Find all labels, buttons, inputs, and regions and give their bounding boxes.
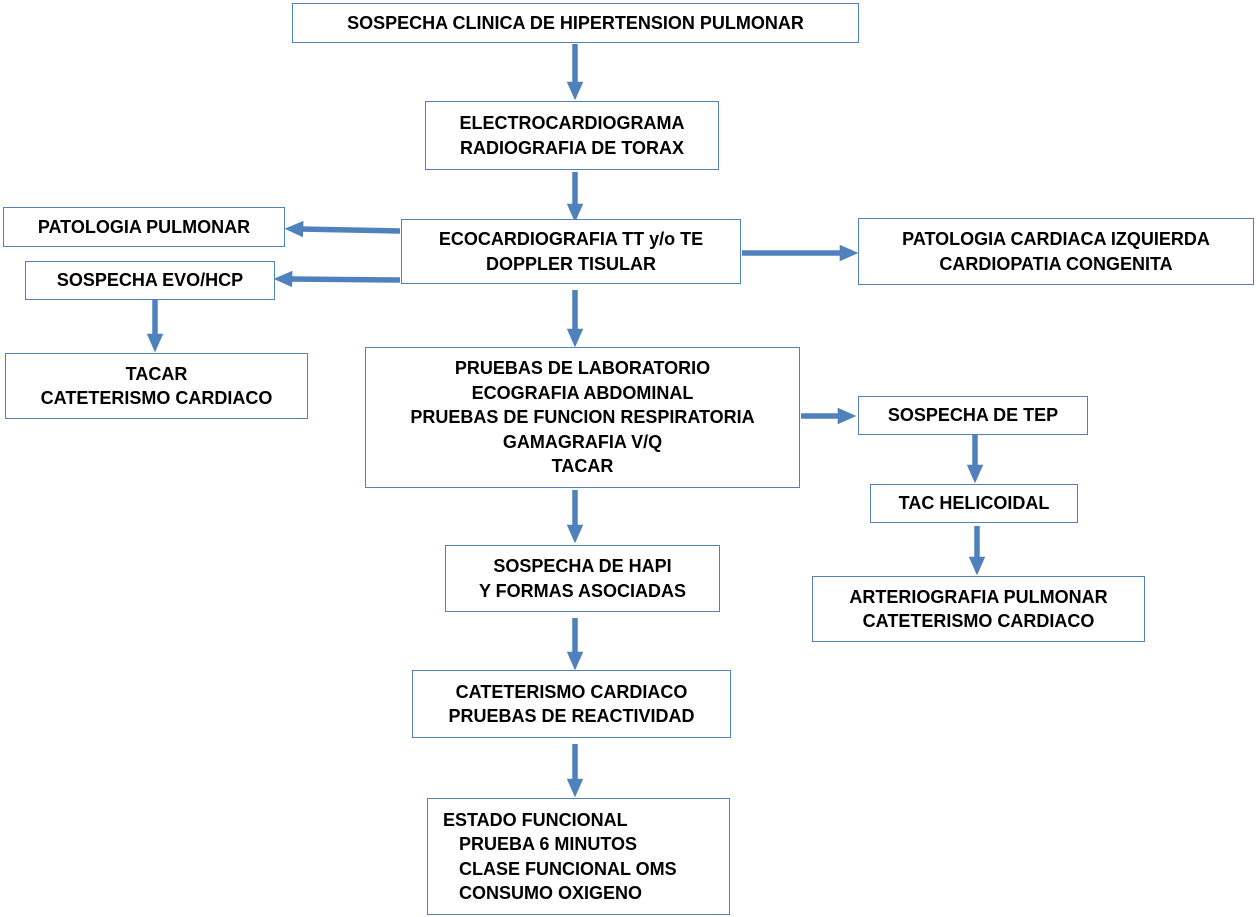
- node-text-line: RADIOGRAFIA DE TORAX: [459, 137, 684, 158]
- node-text-line: CARDIOPATIA CONGENITA: [939, 253, 1173, 274]
- node-sospecha-evo-hcp: SOSPECHA EVO/HCP: [25, 261, 275, 300]
- node-text-line: ESTADO FUNCIONAL: [443, 809, 628, 830]
- arrow-eco-to-evo-hcp: [273, 270, 401, 288]
- arrow-eco-to-patologia-pulmonar: [284, 220, 401, 238]
- node-text-line: TACAR: [125, 363, 188, 384]
- node-sospecha-clinica: SOSPECHA CLINICA DE HIPERTENSION PULMONA…: [292, 3, 859, 43]
- node-text-line: CATETERISMO CARDIACO: [40, 388, 273, 408]
- node-tacar-cateterismo: TACAR CATETERISMO CARDIACO: [5, 353, 308, 419]
- node-patologia-pulmonar: PATOLOGIA PULMONAR: [3, 207, 285, 247]
- node-text-line: SOSPECHA DE HAPI: [493, 556, 672, 576]
- node-text-line: PRUEBAS DE REACTIVIDAD: [448, 706, 695, 726]
- node-sospecha-hapi: SOSPECHA DE HAPI Y FORMAS ASOCIADAS: [445, 545, 720, 612]
- node-text-line: PATOLOGIA PULMONAR: [37, 216, 251, 237]
- node-text-line: CLASE FUNCIONAL OMS: [459, 858, 677, 879]
- node-text-line: GAMAGRAFIA V/Q: [502, 431, 663, 452]
- node-text-line: PATOLOGIA CARDIACA IZQUIERDA: [902, 229, 1210, 249]
- node-arteriografia: ARTERIOGRAFIA PULMONAR CATETERISMO CARDI…: [812, 576, 1145, 642]
- node-tac-helicoidal: TAC HELICOIDAL: [870, 484, 1078, 523]
- node-text-line: PRUEBAS DE LABORATORIO: [454, 358, 711, 379]
- node-text-line: CATETERISMO CARDIACO: [862, 611, 1095, 631]
- node-estado-funcional: ESTADO FUNCIONAL PRUEBA 6 MINUTOS CLASE …: [427, 798, 730, 915]
- node-text-line: ELECTROCARDIOGRAMA: [459, 113, 685, 133]
- node-text-line: CONSUMO OXIGENO: [459, 883, 643, 903]
- node-text-line: PRUEBA 6 MINUTOS: [459, 834, 638, 854]
- node-text-line: DOPPLER TISULAR: [485, 253, 656, 274]
- node-text-line: ECOGRAFIA ABDOMINAL: [471, 382, 694, 403]
- node-text-line: TAC HELICOIDAL: [898, 493, 1050, 514]
- node-pruebas-laboratorio: PRUEBAS DE LABORATORIO ECOGRAFIA ABDOMIN…: [365, 347, 800, 488]
- node-ecg-radiografia: ELECTROCARDIOGRAMA RADIOGRAFIA DE TORAX: [425, 101, 719, 170]
- node-text-line: TACAR: [551, 456, 614, 477]
- node-text-line: SOSPECHA DE TEP: [887, 405, 1059, 426]
- node-text-line: SOSPECHA EVO/HCP: [56, 270, 244, 291]
- node-text-line: ECOCARDIOGRAFIA TT y/o TE: [438, 229, 704, 249]
- node-text-line: CATETERISMO CARDIACO: [455, 681, 688, 702]
- node-text-line: PRUEBAS DE FUNCION RESPIRATORIA: [410, 407, 755, 428]
- node-cateterismo-reactividad: CATETERISMO CARDIACO PRUEBAS DE REACTIVI…: [412, 670, 731, 738]
- node-patologia-cardiaca: PATOLOGIA CARDIACA IZQUIERDA CARDIOPATIA…: [858, 218, 1254, 285]
- node-text-line: SOSPECHA CLINICA DE HIPERTENSION PULMONA…: [347, 12, 804, 33]
- node-sospecha-tep: SOSPECHA DE TEP: [858, 396, 1088, 435]
- node-text-line: Y FORMAS ASOCIADAS: [478, 580, 687, 601]
- node-text-line: ARTERIOGRAFIA PULMONAR: [849, 586, 1108, 607]
- node-ecocardiografia: ECOCARDIOGRAFIA TT y/o TE DOPPLER TISULA…: [401, 219, 741, 284]
